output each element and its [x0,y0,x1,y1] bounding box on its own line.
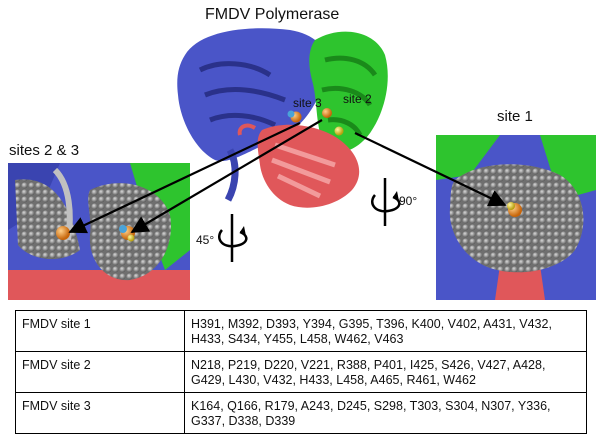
rotation-45-icon [218,214,248,262]
site-name-cell: FMDV site 1 [15,310,185,352]
rotation-45-label: 45° [196,233,215,247]
table-row: FMDV site 2 N218, P219, D220, V221, R388… [15,351,587,393]
residues-cell: K164, Q166, R179, A243, D245, S298, T303… [184,392,587,434]
residues-cell: N218, P219, D220, V221, R388, P401, I425… [184,351,587,393]
residues-cell: H391, M392, D393, Y394, G395, T396, K400… [184,310,587,352]
binding-site-table: FMDV site 1 H391, M392, D393, Y394, G395… [15,310,587,434]
polymerase-structure [177,28,388,208]
rotation-90-icon [371,178,401,226]
site-3-label: site 3 [293,96,322,110]
site-1-inset [436,135,596,300]
figure-illustration [8,28,596,300]
site-2-label: site 2 [343,92,372,106]
figure-title: FMDV Polymerase [205,6,340,23]
table-row: FMDV site 3 K164, Q166, R179, A243, D245… [15,392,587,434]
site-name-cell: FMDV site 3 [15,392,185,434]
sites-2-3-inset [8,163,190,300]
table-row: FMDV site 1 H391, M392, D393, Y394, G395… [15,310,587,352]
connector-arrows [68,119,507,234]
rotation-90-label: 90° [399,194,418,208]
site-1-label: site 1 [497,108,533,125]
site-name-cell: FMDV site 2 [15,351,185,393]
sites-2-3-label: sites 2 & 3 [9,142,80,159]
